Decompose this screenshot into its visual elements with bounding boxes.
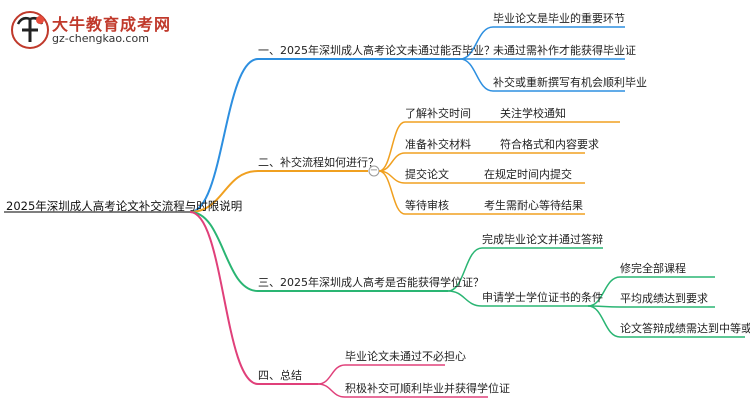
branch-2-step-connector-4 bbox=[378, 170, 406, 215]
branch-1-item-connector-3 bbox=[459, 58, 494, 92]
branch-1-item-1: 毕业论文是毕业的重要环节 bbox=[493, 12, 625, 25]
branch-2-step-4: 等待审核 bbox=[405, 199, 449, 212]
branch-1-item-3: 补交或重新撰写有机会顺利毕业 bbox=[493, 76, 647, 89]
branch-3-condition-3: 论文答辩成绩需达到中等或以上 bbox=[620, 322, 750, 335]
branch-3-topic: 三、2025年深圳成人高考是否能获得学位证？ bbox=[258, 276, 484, 289]
branch-2-step-3: 提交论文 bbox=[405, 168, 449, 181]
logo-title: 大牛教育成考网 bbox=[52, 15, 172, 34]
branch-2-step-2-detail: 符合格式和内容要求 bbox=[500, 138, 599, 151]
branch-2-step-3-detail: 在规定时间内提交 bbox=[484, 168, 572, 181]
branch-3-condition-2: 平均成绩达到要求 bbox=[620, 292, 708, 305]
branch-3-connector bbox=[189, 211, 259, 292]
branch-1-connector bbox=[189, 58, 259, 213]
branch-3-item-2: 申请学士学位证书的条件 bbox=[482, 291, 603, 304]
branch-2-connector bbox=[189, 170, 259, 213]
branch-4-item-2: 积极补交可顺利毕业并获得学位证 bbox=[345, 382, 510, 395]
branch-3-condition-1: 修完全部课程 bbox=[620, 262, 686, 275]
branch-2-step-1-detail: 关注学校通知 bbox=[500, 107, 566, 120]
branch-4-connector bbox=[189, 211, 259, 385]
brand-logo: 大牛教育成考网 gz-chengkao.com bbox=[10, 8, 210, 56]
logo-icon bbox=[11, 11, 49, 49]
branch-3-condition-connector-3 bbox=[587, 305, 621, 338]
branch-3-item-1: 完成毕业论文并通过答辩 bbox=[482, 233, 603, 246]
branch-4-item-connector-2 bbox=[317, 383, 346, 398]
branch-2-step-4-detail: 考生需耐心等待结果 bbox=[484, 199, 583, 212]
branch-3-condition-connector-1 bbox=[587, 276, 621, 307]
branch-4-item-1: 毕业论文未通过不必担心 bbox=[345, 350, 466, 363]
branch-3-item-connector-2 bbox=[447, 290, 483, 307]
branch-4-item-connector-1 bbox=[317, 364, 346, 385]
branch-1-topic: 一、2025年深圳成人高考论文未通过能否毕业？ bbox=[258, 44, 495, 57]
branch-1-item-2: 未通过需补作才能获得毕业证 bbox=[493, 44, 636, 57]
branch-2-step-connector-1 bbox=[378, 121, 406, 172]
branch-2-step-2: 准备补交材料 bbox=[405, 138, 471, 151]
branch-2-step-1: 了解补交时间 bbox=[405, 107, 471, 120]
branch-1-item-connector-1 bbox=[459, 26, 494, 60]
collapse-toggle[interactable]: − bbox=[369, 165, 379, 176]
logo-url: gz-chengkao.com bbox=[52, 32, 149, 45]
branch-3-item-connector-1 bbox=[447, 247, 483, 292]
root-topic: 2025年深圳成人高考论文补交流程与时限说明 bbox=[6, 199, 243, 213]
branch-2-topic: 二、补交流程如何进行？ bbox=[258, 156, 379, 169]
branch-4-topic: 四、总结 bbox=[258, 369, 302, 382]
